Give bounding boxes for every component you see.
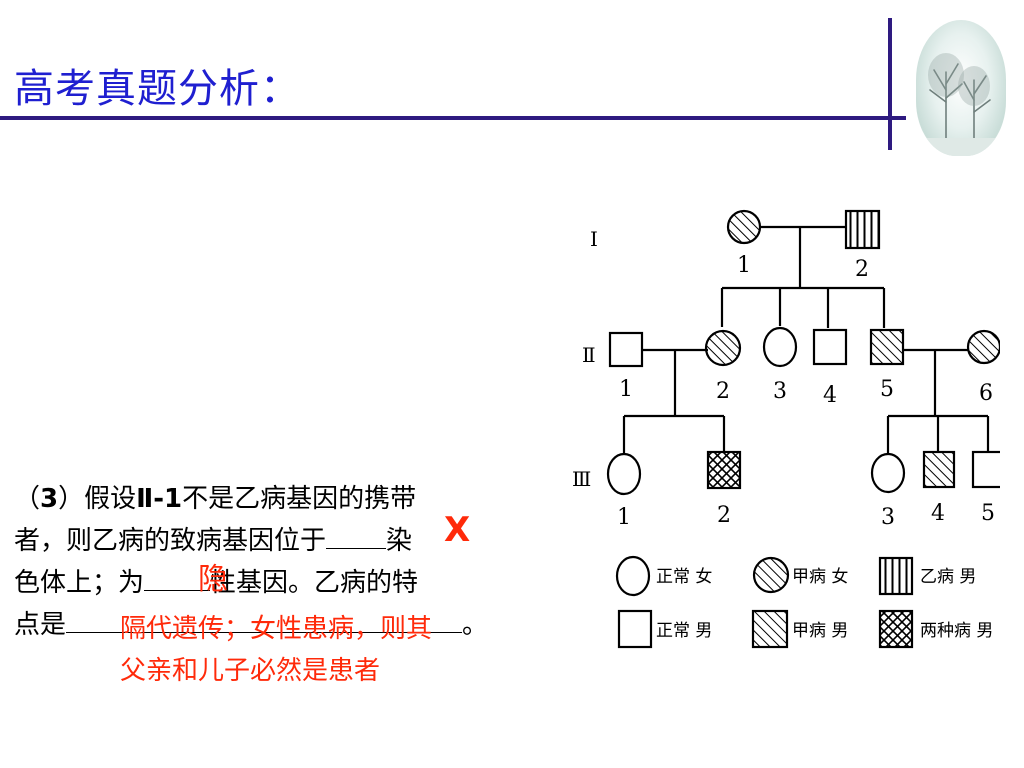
question-block: （3）假设Ⅱ-1不是乙病基因的携带 者，则乙病的致病基因位于 染 色体上；为 性基因… [14, 478, 544, 646]
legend-label-disease-a-female: 甲病 女 [792, 567, 848, 587]
gen3-female-3 [870, 452, 906, 494]
legend-label-normal-female: 正常 女 [656, 567, 712, 587]
legend-label-normal-male: 正常 男 [656, 621, 712, 641]
question-text: 。 [462, 610, 489, 640]
legend-normal-male-icon [617, 609, 653, 649]
answer-blank-trait [66, 604, 463, 633]
gen3-number-2: 2 [717, 503, 731, 528]
generation-label-3: Ⅲ [572, 467, 591, 491]
gen3-male-2 [706, 450, 742, 490]
vertical-rule [888, 18, 892, 150]
winter-trees-image [916, 20, 1006, 156]
legend-normal-female-icon [615, 555, 651, 597]
legend: 正常 女 甲病 女 乙病 男 正常 男 甲病 男 两种病 男 [615, 555, 993, 649]
generation-label-1: Ⅰ [590, 227, 598, 251]
tree-icon [916, 53, 1006, 156]
gen3-female-1 [606, 452, 642, 496]
question-line-1: （3）假设Ⅱ-1不是乙病基因的携带 [14, 478, 544, 520]
gen2-male-1 [608, 331, 644, 368]
gen3-male-4 [922, 450, 956, 489]
answer-trait-line-2: 父亲和儿子必然是患者 [120, 656, 381, 686]
question-text: ）假设 [58, 484, 137, 514]
legend-label-disease-b-male: 乙病 男 [920, 567, 976, 587]
gen2-number-6: 6 [979, 381, 993, 406]
legend-disease-a-male-icon [751, 609, 789, 649]
gen1-number-2: 2 [855, 257, 869, 282]
gen2-male-5 [869, 328, 905, 366]
generation-labels: Ⅰ Ⅱ Ⅲ [572, 227, 598, 491]
gen2-number-4: 4 [823, 383, 837, 408]
answer-type: 隐 [198, 562, 228, 597]
question-line-2: 者，则乙病的致病基因位于 染 [14, 520, 544, 562]
generation-label-2: Ⅱ [582, 343, 596, 367]
answer-blank-type [144, 562, 211, 591]
question-text: 者，则乙病的致病基因位于 [14, 526, 327, 556]
gen2-number-5: 5 [880, 377, 894, 402]
gen1-female-1 [726, 209, 762, 245]
question-text: （ [14, 484, 41, 514]
individual-ref: Ⅱ-1 [136, 484, 183, 514]
gen1-number-1: 1 [737, 253, 751, 278]
individual-numbers: 1 2 1 2 3 4 5 6 1 2 3 4 5 [617, 253, 995, 530]
legend-disease-a-female-icon [752, 556, 790, 594]
gen1-male-2 [844, 209, 881, 250]
answer-trait-line-1: 隔代遗传；女性患病，则其 [120, 614, 433, 644]
legend-both-diseases-male-icon [878, 609, 914, 649]
gen3-number-5: 5 [981, 501, 995, 526]
gen2-male-4 [812, 328, 848, 366]
question-line-3: 色体上；为 性基因。乙病的特 [14, 562, 544, 604]
question-number: 3 [40, 484, 59, 514]
legend-label-disease-a-male: 甲病 男 [792, 621, 848, 641]
title-rule [0, 116, 906, 120]
answer-blank-chromosome [326, 520, 387, 549]
pedigree-chart: Ⅰ Ⅱ Ⅲ 1 2 1 2 3 4 5 6 1 2 [572, 209, 1000, 649]
legend-label-both-diseases-male: 两种病 男 [920, 621, 993, 641]
gen2-female-6 [966, 329, 1000, 365]
gen3-number-1: 1 [617, 505, 631, 530]
gen2-female-2 [704, 329, 742, 367]
gen3-male-5 [971, 450, 1000, 489]
question-text: 点是 [14, 610, 67, 640]
legend-disease-b-male-icon [878, 556, 914, 596]
gen2-female-3 [762, 326, 798, 368]
pedigree-lines [622, 225, 990, 454]
gen3-number-3: 3 [881, 505, 895, 530]
question-line-4: 点是 。 [14, 604, 544, 646]
answer-trait: 隔代遗传；女性患病，则其 父亲和儿子必然是患者 [120, 608, 540, 692]
slide-title: 高考真题分析： [14, 66, 301, 112]
gen2-number-2: 2 [716, 379, 730, 404]
gen2-number-3: 3 [773, 379, 787, 404]
question-text: 不是乙病基因的携带 [182, 484, 417, 514]
answer-chromosome: X [444, 510, 471, 550]
gen3-number-4: 4 [931, 501, 945, 526]
question-text: 性基因。乙病的特 [210, 568, 419, 598]
gen2-number-1: 1 [619, 377, 633, 402]
question-text: 染 [386, 526, 413, 556]
question-text: 色体上；为 [14, 568, 145, 598]
